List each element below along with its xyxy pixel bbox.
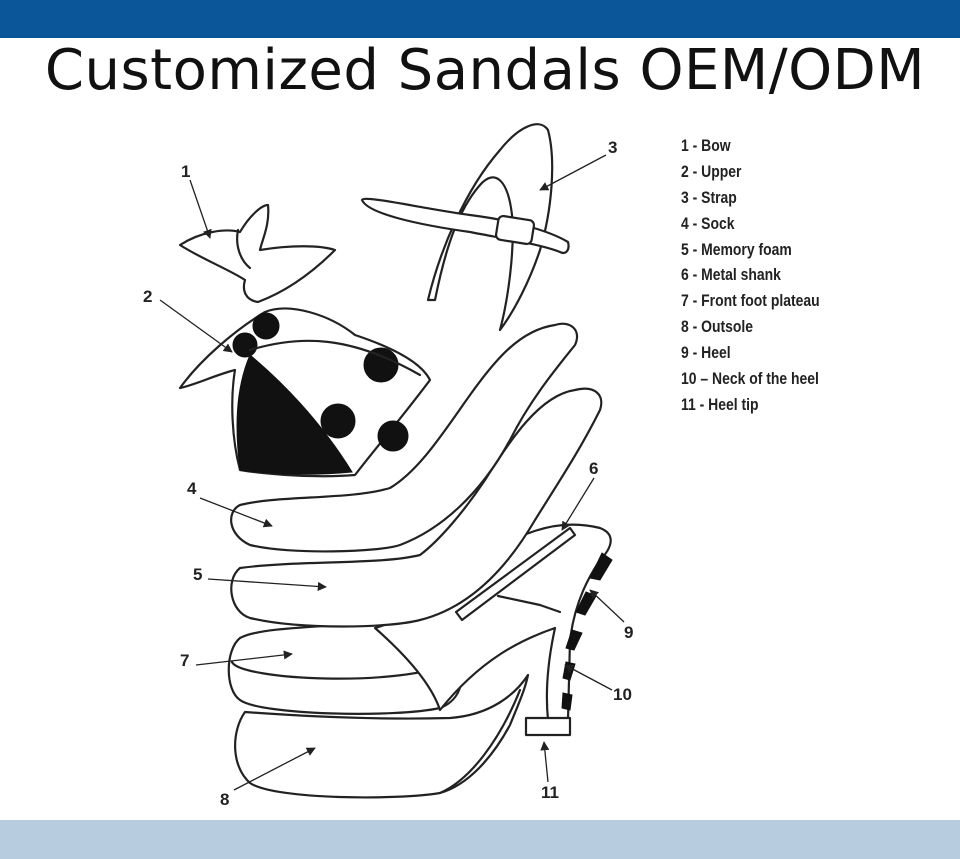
callout-1: 1 [181,162,190,181]
legend-item-heel: 9 - Heel [681,340,845,366]
callout-7: 7 [180,651,189,670]
callout-3: 3 [608,138,617,157]
legend-item-outsole: 8 - Outsole [681,314,845,340]
bottom-banner [0,820,960,859]
callout-8: 8 [220,790,229,809]
legend-item-neck-of-heel: 10 – Neck of the heel [681,366,845,392]
legend-item-heel-tip: 11 - Heel tip [681,392,845,418]
legend-item-strap: 3 - Strap [681,185,845,211]
callout-6: 6 [589,459,598,478]
legend-item-memory-foam: 5 - Memory foam [681,237,845,263]
callout-11: 11 [541,783,559,802]
callout-4: 4 [187,479,197,498]
legend-item-upper: 2 - Upper [681,159,845,185]
parts-legend: 1 - Bow 2 - Upper 3 - Strap 4 - Sock 5 -… [681,133,845,418]
legend-item-front-foot-plateau: 7 - Front foot plateau [681,288,845,314]
legend-item-bow: 1 - Bow [681,133,845,159]
callout-10: 10 [613,685,632,704]
strap-part [362,124,569,330]
upper-part [180,309,430,477]
legend-item-metal-shank: 6 - Metal shank [681,262,845,288]
callout-2: 2 [143,287,152,306]
legend-item-sock: 4 - Sock [681,211,845,237]
callout-9: 9 [624,623,633,642]
callout-5: 5 [193,565,202,584]
